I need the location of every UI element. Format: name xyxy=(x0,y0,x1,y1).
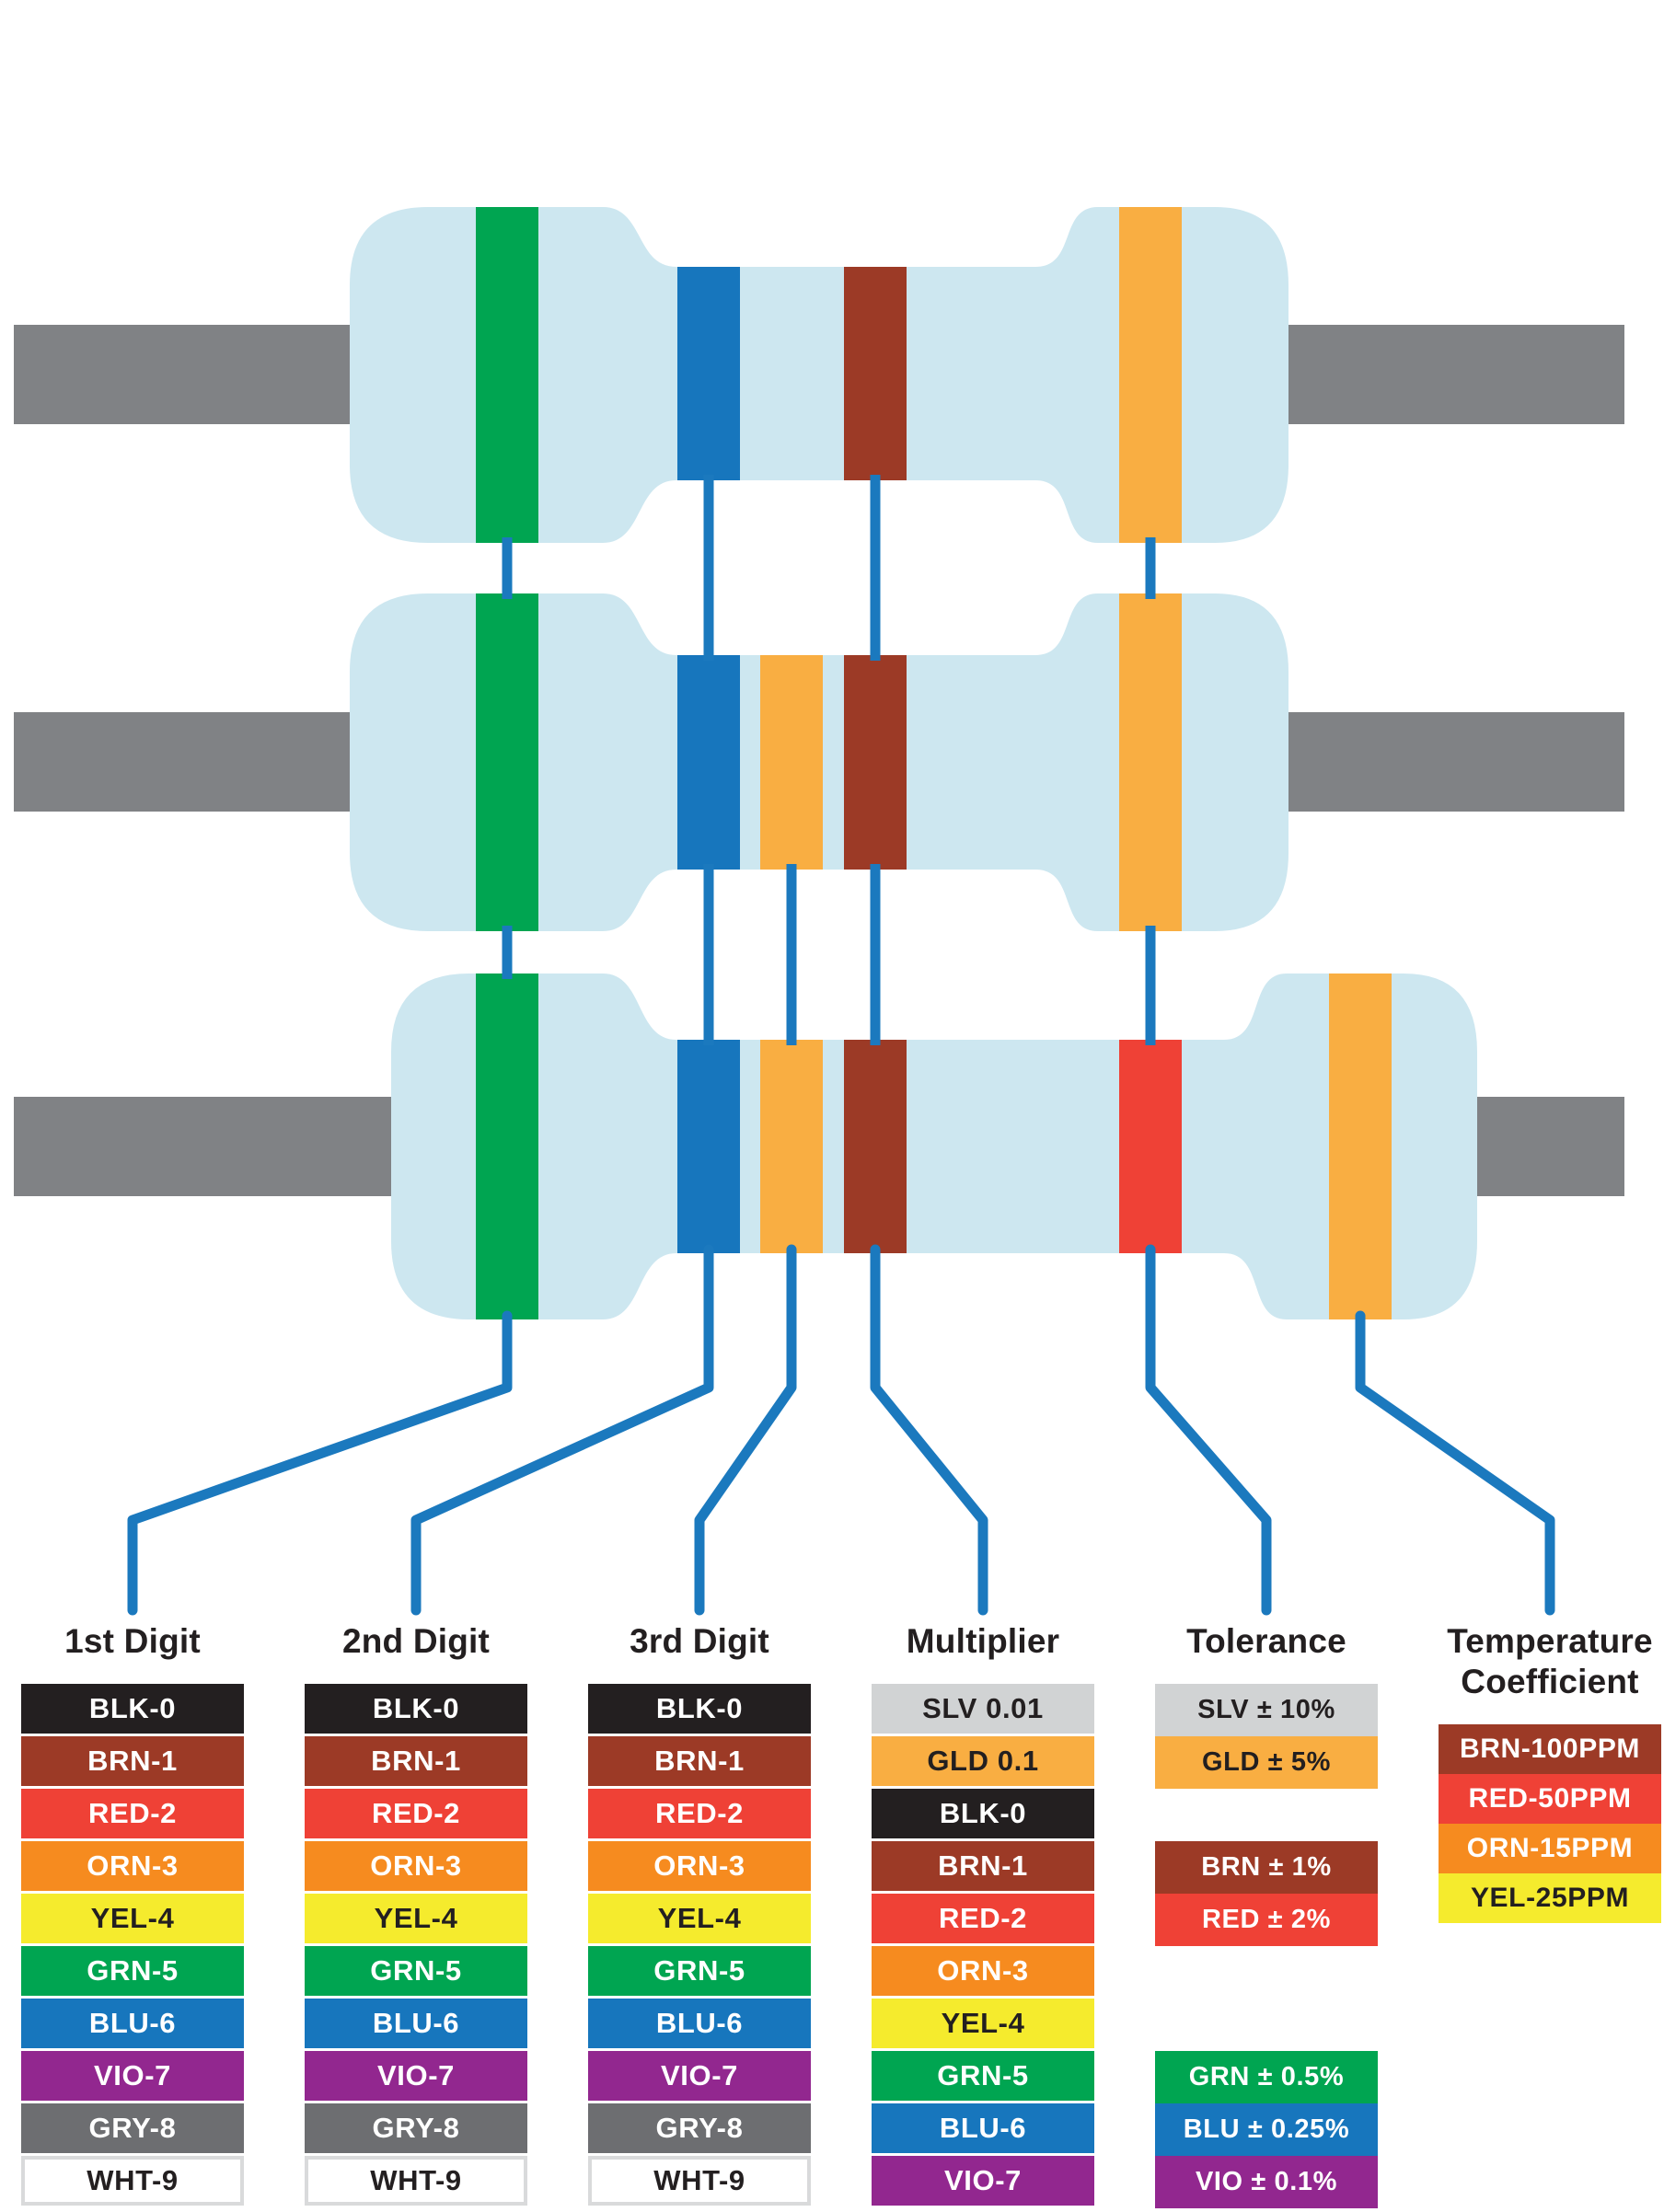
temperature-coefficient-row-yel-25ppm: YEL-25PPM xyxy=(1439,1873,1661,1923)
multiplier-row-blu-6: BLU-6 xyxy=(872,2103,1094,2153)
multiplier-row-yel-4: YEL-4 xyxy=(872,1999,1094,2048)
pointer-line-to-column-1 xyxy=(127,1310,513,1616)
pointer-line-to-column-6 xyxy=(1355,1310,1555,1616)
2nd-digit-row-red-2: RED-2 xyxy=(305,1789,527,1838)
multiplier-row-brn-1: BRN-1 xyxy=(872,1841,1094,1891)
2nd-digit-row-yel-4: YEL-4 xyxy=(305,1894,527,1943)
5-band-resistor xyxy=(14,593,1624,931)
4-band-resistor-body xyxy=(350,207,1288,543)
1st-digit-row-grn-5: GRN-5 xyxy=(21,1946,244,1996)
column-header-1: 1st Digit xyxy=(64,1622,201,1660)
4-band-resistor-band-tolerance-gold xyxy=(1119,207,1182,543)
1st-digit-row-orn-3: ORN-3 xyxy=(21,1841,244,1891)
2nd-digit-row-blk-0: BLK-0 xyxy=(305,1684,527,1734)
tolerance-row-gld-5-: GLD ± 5% xyxy=(1155,1736,1378,1789)
temperature-coefficient-row-orn-15ppm: ORN-15PPM xyxy=(1439,1824,1661,1873)
multiplier-row-slv-0-01: SLV 0.01 xyxy=(872,1684,1094,1734)
4-band-resistor-band-1st-digit-green xyxy=(476,207,538,543)
temperature-coefficient-row-red-50ppm: RED-50PPM xyxy=(1439,1774,1661,1824)
6-band-resistor xyxy=(14,974,1624,1319)
3rd-digit-row-yel-4: YEL-4 xyxy=(588,1894,811,1943)
column-header-2: 2nd Digit xyxy=(341,1622,491,1660)
3rd-digit-row-orn-3: ORN-3 xyxy=(588,1841,811,1891)
6-band-resistor-left-lead xyxy=(14,1097,400,1196)
3rd-digit-row-vio-7: VIO-7 xyxy=(588,2051,811,2101)
1st-digit-row-vio-7: VIO-7 xyxy=(21,2051,244,2101)
temperature-coefficient-row-brn-100ppm: BRN-100PPM xyxy=(1439,1724,1661,1774)
4-band-resistor-left-lead xyxy=(14,325,359,424)
tolerance-row-blu-0-25-: BLU ± 0.25% xyxy=(1155,2103,1378,2156)
pointer-line-to-column-4 xyxy=(870,1244,988,1616)
3rd-digit-row-gry-8: GRY-8 xyxy=(588,2103,811,2153)
1st-digit-row-red-2: RED-2 xyxy=(21,1789,244,1838)
2nd-digit-row-brn-1: BRN-1 xyxy=(305,1736,527,1786)
1st-digit-row-blk-0: BLK-0 xyxy=(21,1684,244,1734)
1st-digit-row-blu-6: BLU-6 xyxy=(21,1999,244,2048)
1st-digit-row-yel-4: YEL-4 xyxy=(21,1894,244,1943)
multiplier-row-vio-7: VIO-7 xyxy=(872,2156,1094,2206)
2nd-digit-row-gry-8: GRY-8 xyxy=(305,2103,527,2153)
6-band-resistor-band-1st-digit-green xyxy=(476,974,538,1319)
tolerance-row-slv-10-: SLV ± 10% xyxy=(1155,1684,1378,1736)
2nd-digit-row-orn-3: ORN-3 xyxy=(305,1841,527,1891)
3rd-digit-row-grn-5: GRN-5 xyxy=(588,1946,811,1996)
3rd-digit-row-wht-9: WHT-9 xyxy=(588,2156,811,2206)
3rd-digit-row-brn-1: BRN-1 xyxy=(588,1736,811,1786)
1st-digit-row-brn-1: BRN-1 xyxy=(21,1736,244,1786)
multiplier-row-blk-0: BLK-0 xyxy=(872,1789,1094,1838)
column-header-line: Coefficient xyxy=(1461,1663,1639,1700)
4-band-resistor-right-lead xyxy=(1279,325,1624,424)
tolerance-row-vio-0-1-: VIO ± 0.1% xyxy=(1155,2156,1378,2208)
6-band-resistor-right-lead xyxy=(1468,1097,1624,1196)
tolerance-row-red-2-: RED ± 2% xyxy=(1155,1894,1378,1946)
tolerance-row-grn-0-5-: GRN ± 0.5% xyxy=(1155,2051,1378,2103)
5-band-resistor-band-tolerance-gold xyxy=(1119,593,1182,931)
1st-digit-row-wht-9: WHT-9 xyxy=(21,2156,244,2206)
resistor-diagram xyxy=(14,207,1624,1616)
pointer-line-to-column-5 xyxy=(1145,1244,1272,1616)
2nd-digit-row-vio-7: VIO-7 xyxy=(305,2051,527,2101)
6-band-resistor-band-temperature-coefficient-orange xyxy=(1329,974,1392,1319)
tolerance-row-brn-1-: BRN ± 1% xyxy=(1155,1841,1378,1894)
2nd-digit-row-blu-6: BLU-6 xyxy=(305,1999,527,2048)
column-header-5: Tolerance xyxy=(1186,1622,1346,1660)
3rd-digit-row-blu-6: BLU-6 xyxy=(588,1999,811,2048)
column-header-4: Multiplier xyxy=(906,1622,1060,1660)
5-band-resistor-right-lead xyxy=(1279,712,1624,812)
multiplier-row-orn-3: ORN-3 xyxy=(872,1946,1094,1996)
6-band-resistor-body xyxy=(391,974,1477,1319)
2nd-digit-row-wht-9: WHT-9 xyxy=(305,2156,527,2206)
5-band-resistor-left-lead xyxy=(14,712,359,812)
2nd-digit-row-grn-5: GRN-5 xyxy=(305,1946,527,1996)
column-header-3: 3rd Digit xyxy=(630,1622,769,1660)
4-band-resistor xyxy=(14,207,1624,543)
pointer-line-to-column-3 xyxy=(694,1244,797,1616)
multiplier-row-gld-0-1: GLD 0.1 xyxy=(872,1736,1094,1786)
column-header-line: Temperature xyxy=(1447,1622,1653,1660)
1st-digit-row-gry-8: GRY-8 xyxy=(21,2103,244,2153)
multiplier-row-red-2: RED-2 xyxy=(872,1894,1094,1943)
3rd-digit-row-red-2: RED-2 xyxy=(588,1789,811,1838)
5-band-resistor-band-1st-digit-green xyxy=(476,593,538,931)
3rd-digit-row-blk-0: BLK-0 xyxy=(588,1684,811,1734)
multiplier-row-grn-5: GRN-5 xyxy=(872,2051,1094,2101)
pointer-line-to-column-2 xyxy=(410,1244,714,1616)
